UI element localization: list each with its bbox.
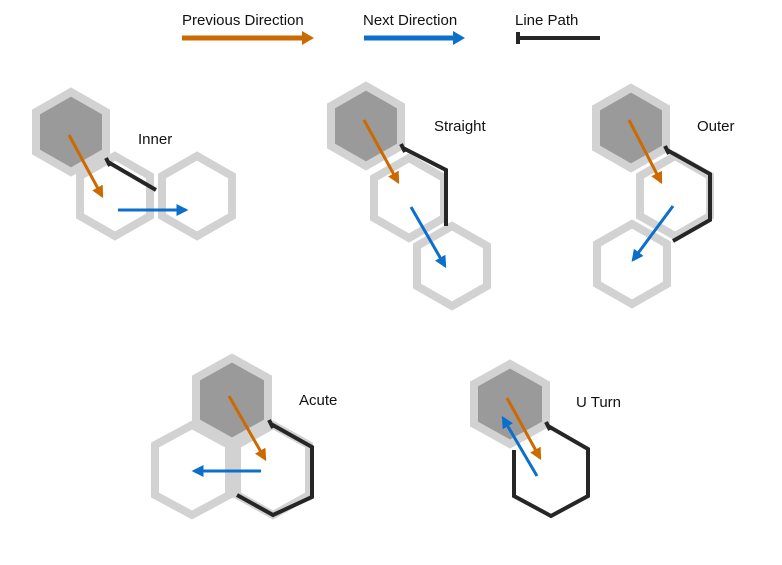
previous-direction-arrow: [227, 395, 267, 462]
line-path: [106, 160, 158, 192]
case-inner: Inner: [32, 87, 236, 241]
hex-cell: [593, 219, 671, 309]
case-label-outer: Outer: [697, 118, 735, 135]
previous-direction-arrow: [362, 119, 400, 185]
case-label-straight: Straight: [434, 118, 487, 135]
line-path: [666, 148, 712, 243]
hex-cell-current: [592, 83, 670, 173]
case-acute: Acute: [151, 353, 337, 520]
case-outer: Outer: [592, 83, 735, 309]
legend-path-label: Line Path: [515, 12, 578, 29]
case-label-inner: Inner: [138, 131, 172, 148]
previous-direction-arrow: [627, 119, 663, 185]
legend-next-label: Next Direction: [363, 12, 457, 29]
case-straight: Straight: [327, 81, 491, 311]
previous-direction-arrow: [67, 134, 104, 199]
next-direction-arrow: [631, 205, 675, 262]
next-direction-arrow: [501, 415, 539, 477]
legend-previous-label: Previous Direction: [182, 12, 304, 29]
previous-direction-arrow: [505, 397, 542, 461]
legend-previous-arrowhead: [302, 31, 314, 45]
line-path: [512, 424, 590, 519]
legend: Previous Direction Next Direction Line P…: [182, 12, 600, 45]
line-path-cap: [267, 419, 275, 429]
legend-next-arrowhead: [453, 31, 465, 45]
line-path: [236, 422, 314, 518]
hex-cell: [370, 153, 448, 243]
case-label-uturn: U Turn: [576, 394, 621, 411]
next-direction-arrow: [409, 206, 447, 269]
case-uturn: U Turn: [470, 359, 621, 519]
hex-cell: [158, 151, 236, 241]
line-path-cap: [544, 421, 552, 431]
line-path-cap: [663, 145, 671, 155]
line-path-cap: [399, 143, 407, 153]
line-path-cap: [104, 157, 112, 167]
case-label-acute: Acute: [299, 392, 337, 409]
hex-cell-current: [32, 87, 110, 177]
line-path: [402, 146, 448, 226]
